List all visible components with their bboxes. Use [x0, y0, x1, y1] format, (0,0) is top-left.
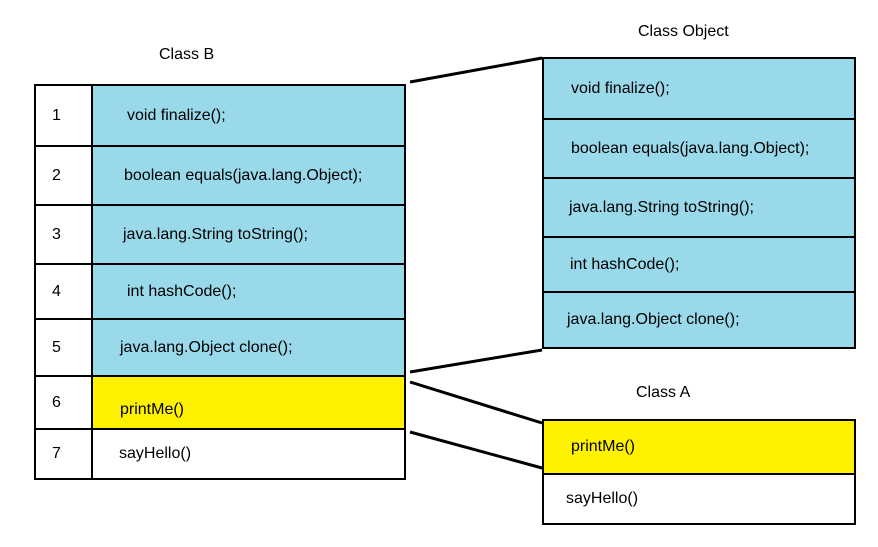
row-index: 4 [36, 265, 93, 318]
class-b-row-1: 1 void finalize(); [36, 86, 404, 145]
class-object-title: Class Object [638, 23, 729, 40]
method-int-hashcode: int hashCode(); [93, 265, 404, 318]
method-void-finalize: void finalize(); [93, 86, 404, 145]
row-index: 6 [36, 377, 93, 428]
row-index: 1 [36, 86, 93, 145]
class-b-row-5: 5 java.lang.Object clone(); [36, 318, 404, 375]
method-object-clone: java.lang.Object clone(); [93, 320, 404, 375]
connector-object-bottom [409, 348, 543, 374]
method-printme: printMe() [93, 377, 404, 428]
method-object-clone: java.lang.Object clone(); [567, 311, 740, 328]
method-boolean-equals: boolean equals(java.lang.Object); [571, 139, 810, 157]
class-a-table: printMe() sayHello() [542, 419, 856, 525]
class-b-row-6: 6 printMe() [36, 375, 404, 428]
class-object-row-2: boolean equals(java.lang.Object); [544, 118, 854, 177]
class-object-row-3: java.lang.String toString(); [544, 177, 854, 236]
class-b-row-2: 2 boolean equals(java.lang.Object); [36, 145, 404, 204]
method-boolean-equals: boolean equals(java.lang.Object); [93, 147, 404, 204]
class-b-row-7: 7 sayHello() [36, 428, 404, 478]
class-b-table: 1 void finalize(); 2 boolean equals(java… [34, 84, 406, 480]
method-int-hashcode: int hashCode(); [570, 255, 680, 273]
connector-a-bottom [409, 430, 543, 470]
method-sayhello: sayHello() [93, 430, 404, 478]
class-object-row-4: int hashCode(); [544, 236, 854, 291]
method-void-finalize: void finalize(); [571, 79, 670, 97]
row-index: 3 [36, 206, 93, 263]
class-object-row-1: void finalize(); [544, 59, 854, 118]
class-object-row-5: java.lang.Object clone(); [544, 291, 854, 347]
connector-object-top [409, 56, 543, 84]
class-b-row-3: 3 java.lang.String toString(); [36, 204, 404, 263]
method-sayhello: sayHello() [566, 490, 639, 507]
row-index: 5 [36, 320, 93, 375]
connector-a-top [409, 380, 543, 425]
method-printme: printMe() [571, 438, 636, 455]
method-string-tostring: java.lang.String toString(); [93, 206, 404, 263]
class-b-title: Class B [159, 46, 215, 63]
class-a-row-2: sayHello() [544, 473, 854, 523]
method-string-tostring: java.lang.String toString(); [569, 198, 754, 216]
class-b-row-4: 4 int hashCode(); [36, 263, 404, 318]
class-a-title: Class A [636, 384, 691, 401]
class-object-table: void finalize(); boolean equals(java.lan… [542, 57, 856, 349]
row-index: 2 [36, 147, 93, 204]
class-a-row-1: printMe() [544, 421, 854, 473]
row-index: 7 [36, 430, 93, 478]
